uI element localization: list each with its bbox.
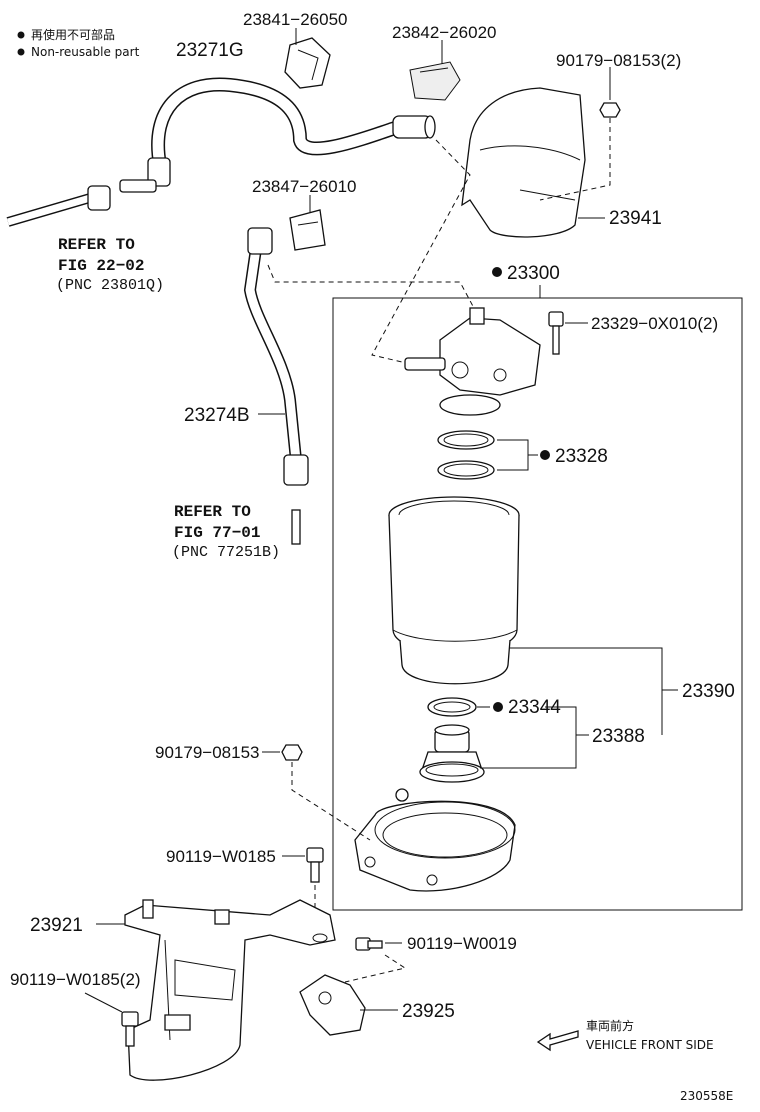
dashed-guide [539,118,611,201]
fuel-pipe-left [6,185,111,227]
dashed-guide [344,954,407,983]
direction-en: VEHICLE FRONT SIDE [586,1038,714,1052]
bolt-90119-w0019-icon [355,937,383,951]
ref2-line1: REFER TO [174,503,251,521]
label-90119-w0185-2: 90119−W0185(2) [10,970,141,989]
vehicle-front-arrow-icon [536,1030,579,1052]
label-90119-w0185: 90119−W0185 [166,847,276,866]
clip-23847 [289,209,326,251]
legend-en: Non-reusable part [31,45,140,59]
label-23841: 23841−26050 [243,10,347,29]
label-23847: 23847−26010 [252,177,356,196]
fuel-filter-element [388,496,520,685]
label-23842: 23842−26020 [392,23,496,42]
nut-icon [281,744,303,761]
fuel-hose-23274b [243,227,309,486]
bolt-90119-w0185-2-icon [121,1011,139,1047]
figure-id: 230558E [680,1089,733,1103]
cover-23941 [461,87,586,238]
legend-bullet-icon [17,48,25,56]
label-23274b: 23274B [184,405,250,426]
label-23344: 23344 [508,697,561,718]
label-23390: 23390 [682,681,735,702]
pipe-stub-icon [291,509,301,545]
non-reusable-bullet-icon [540,450,550,460]
o-ring-23344 [427,697,477,717]
label-90179-2: 90179−08153(2) [556,51,681,70]
label-23921: 23921 [30,915,83,936]
non-reusable-bullet-icon [493,702,503,712]
label-90179: 90179−08153 [155,743,259,762]
dashed-guide [267,264,476,311]
non-reusable-bullet-icon [492,267,502,277]
label-23925: 23925 [402,1001,455,1022]
fuel-hose-23271g [119,77,436,193]
ref1-line3: (PNC 23801Q) [56,277,164,294]
leader-line [84,992,123,1013]
label-23328: 23328 [555,446,608,467]
ref2-line3: (PNC 77251B) [172,544,280,561]
mounting-bracket-23921 [124,899,336,1081]
filter-band-bracket [354,788,516,892]
clamp-23841 [284,37,331,89]
nut-icon [599,102,621,118]
label-23329: 23329−0X010(2) [591,314,718,333]
bolt-90119-w0185-icon [306,847,324,883]
ref2-line2: FIG 77−01 [174,524,260,542]
clip-23842 [409,61,461,101]
ref1-line2: FIG 22−02 [58,257,144,275]
label-23941: 23941 [609,208,662,229]
bracket-line [480,706,577,769]
label-23271g: 23271G [176,40,244,61]
assembly-box [332,297,743,911]
label-23388: 23388 [592,726,645,747]
bracket-23925 [299,974,366,1036]
label-23300: 23300 [507,263,560,284]
bolt-23329-icon [548,311,564,355]
legend-bullet-icon [17,31,25,39]
label-90119-w0019: 90119−W0019 [407,934,517,953]
ref1-line1: REFER TO [58,236,135,254]
bracket-line [497,439,529,471]
legend: 再使用不可部品 Non-reusable part [17,27,140,59]
legend-jp: 再使用不可部品 [31,27,115,42]
filter-head [404,307,541,416]
direction-jp: 車両前方 [586,1018,634,1033]
bracket-line [510,647,663,735]
drain-plug-23388 [419,724,485,783]
dashed-guide [291,762,371,841]
